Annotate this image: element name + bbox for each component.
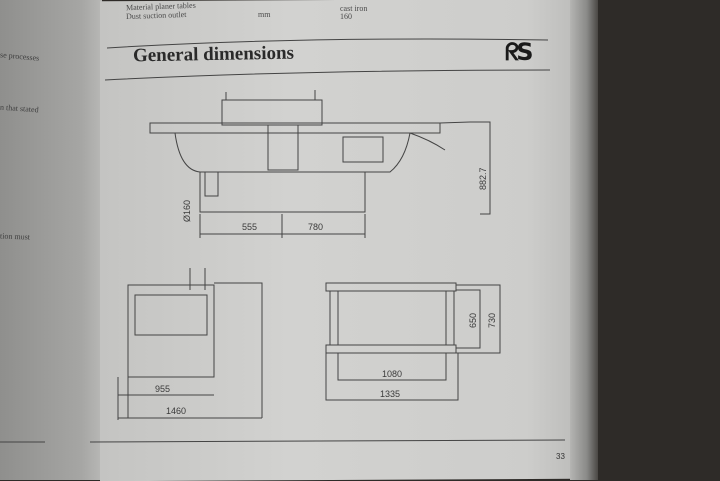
spec-value-1: cast iron bbox=[340, 4, 368, 13]
spec-value-2: 160 bbox=[340, 12, 352, 21]
dim-side-555: 555 bbox=[242, 222, 257, 232]
dim-top-730: 730 bbox=[487, 313, 497, 328]
page-number: 33 bbox=[556, 452, 565, 461]
dim-top-650: 650 bbox=[468, 313, 478, 328]
dim-top-1335: 1335 bbox=[380, 389, 400, 399]
left-page: se processes n that stated tion must bbox=[0, 0, 102, 480]
top-view-drawing bbox=[325, 282, 501, 401]
page-edge bbox=[570, 0, 598, 480]
brand-logo: ᖇS bbox=[505, 38, 533, 66]
dim-side-height: 882.7 bbox=[478, 167, 488, 190]
footer-rule bbox=[89, 439, 566, 443]
dim-top-1080: 1080 bbox=[382, 369, 402, 379]
title-rule-top bbox=[106, 38, 549, 49]
front-view-drawing bbox=[117, 268, 263, 420]
side-view-drawing bbox=[149, 90, 491, 238]
dim-front-1460: 1460 bbox=[166, 406, 186, 416]
dim-front-955: 955 bbox=[155, 384, 170, 394]
dim-side-780: 780 bbox=[308, 222, 323, 232]
dim-outlet-diameter: Ø160 bbox=[182, 200, 192, 222]
title-rule-bottom bbox=[104, 69, 551, 81]
spec-unit-2: mm bbox=[258, 10, 271, 19]
